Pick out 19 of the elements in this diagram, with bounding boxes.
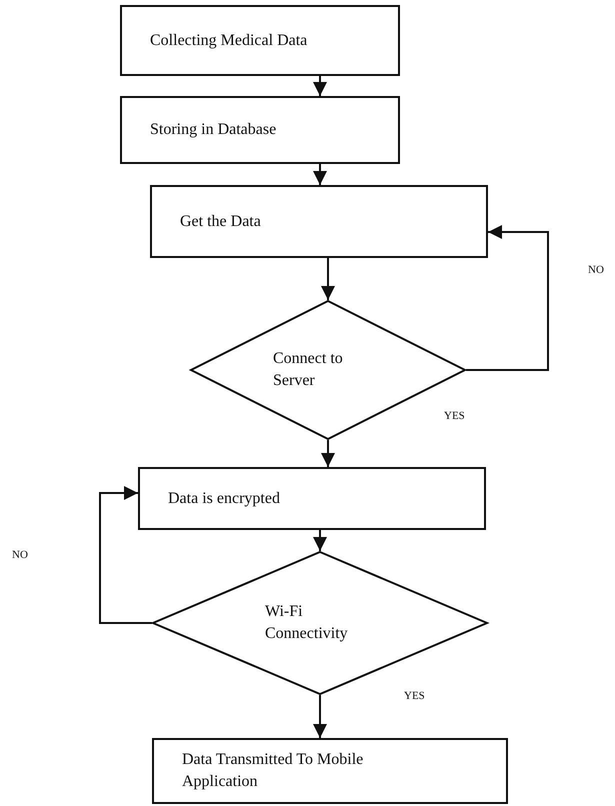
process-box: Collecting Medical Data [120,5,400,76]
decision-text: Wi-Fi Connectivity [265,602,349,644]
decision-text: Connect to Server [273,349,344,391]
arrow [313,695,327,738]
process-box: Data is encrypted [138,467,486,530]
arrow [321,258,335,300]
branch-label: YES [404,690,425,702]
arrow [313,164,327,185]
branch-label: NO [12,549,28,561]
process-box: Get the Data [150,185,488,258]
process-box: Storing in Database [120,96,400,164]
arrow [313,530,327,551]
arrow [313,76,327,96]
branch-label: YES [444,410,465,422]
process-box: Data Transmitted To Mobile Application [152,738,508,804]
arrow [466,225,549,371]
arrow [321,440,335,467]
arrow [99,486,152,624]
branch-label: NO [588,264,604,276]
